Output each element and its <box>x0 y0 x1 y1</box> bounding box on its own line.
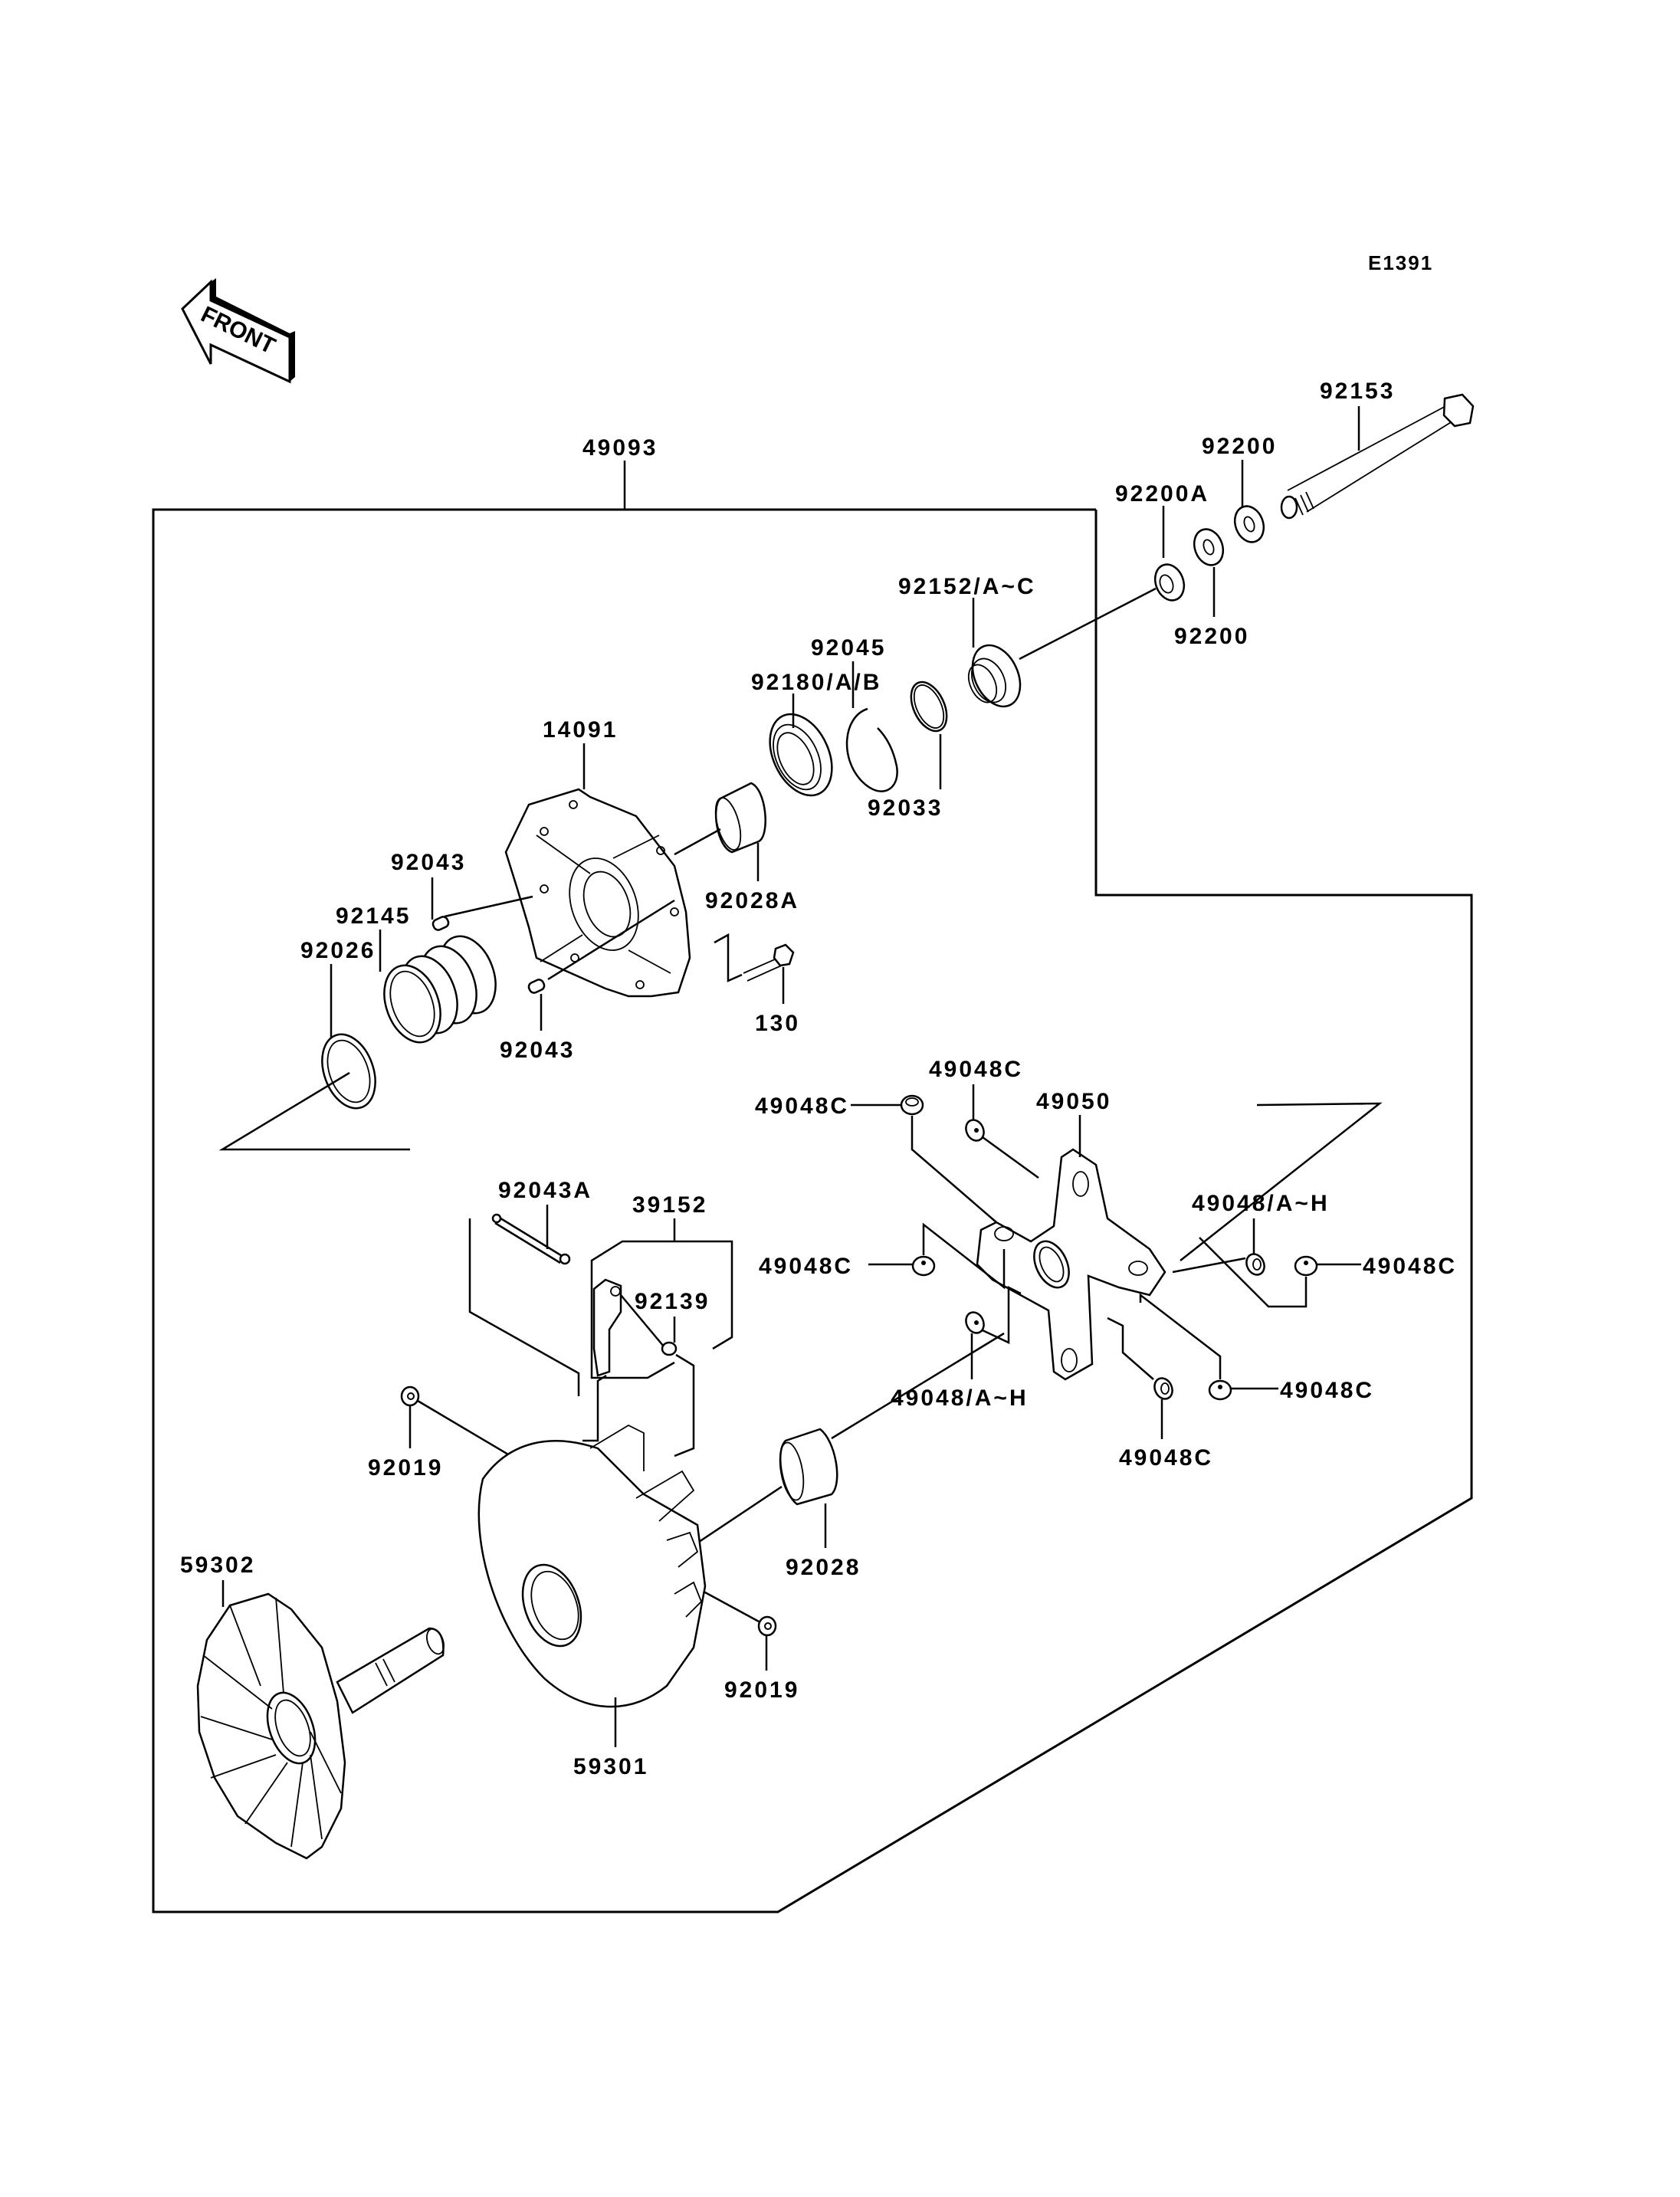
cover-14091[interactable] <box>504 788 691 998</box>
part-label-92045[interactable]: 92180/A/B <box>751 670 881 695</box>
axis-line-left <box>218 1071 410 1151</box>
oring-92180[interactable] <box>904 677 954 737</box>
washer-49048AH-left[interactable] <box>963 1310 987 1336</box>
axis-line-92019-top <box>417 1399 522 1464</box>
axis-line-49048C-bottom <box>1107 1317 1154 1380</box>
axis-line-hub <box>674 828 721 856</box>
part-label-92200A[interactable]: 92200A <box>1115 481 1209 507</box>
part-label-92200-top[interactable]: 92200 <box>1202 434 1277 459</box>
axis-line-49048C-top <box>982 1136 1039 1179</box>
part-label-92139[interactable]: 92139 <box>635 1289 710 1314</box>
spring-92145[interactable] <box>374 929 505 1051</box>
part-label-49048C-bottom[interactable]: 49048C <box>1119 1445 1213 1471</box>
part-label-92043A[interactable]: 92043A <box>498 1178 592 1203</box>
bushing-92139[interactable] <box>661 1341 678 1356</box>
part-label-49048C-right[interactable]: 49048C <box>1363 1254 1457 1279</box>
axis-line-130 <box>714 933 743 982</box>
sheave-59301[interactable] <box>477 1424 707 1708</box>
part-label-92043-bottom[interactable]: 92043 <box>500 1038 575 1063</box>
washer-49048C-bottom[interactable] <box>1151 1376 1176 1402</box>
axis-line-49048C-bottomright <box>1139 1293 1222 1379</box>
part-label-92028A[interactable]: 92028A <box>705 888 799 913</box>
part-label-92033[interactable]: 92045 <box>811 635 886 661</box>
part-label-92019-bottom[interactable]: 92019 <box>724 1677 799 1703</box>
part-label-49048AH-right[interactable]: 49048/A~H <box>1192 1191 1330 1216</box>
axis-line-arm <box>674 1353 695 1458</box>
roller-49048C-right[interactable] <box>1294 1255 1318 1277</box>
snap-ring-92033[interactable] <box>845 707 898 792</box>
nut-92019-bottom[interactable] <box>757 1615 777 1637</box>
part-label-92145[interactable]: 92145 <box>336 903 411 929</box>
part-label-49048C-topleft[interactable]: 49048C <box>755 1094 849 1119</box>
axis-line-49048AH-left <box>982 1285 1022 1344</box>
axis-line-right <box>1019 587 1157 661</box>
part-label-49050[interactable]: 49050 <box>1036 1089 1111 1114</box>
pin-92043A[interactable] <box>491 1213 571 1265</box>
front-arrow-icon: FRONT <box>181 278 295 384</box>
axis-line-92028 <box>831 1332 1005 1440</box>
ring-92026[interactable] <box>313 1027 385 1116</box>
bracket-39152-left <box>590 1240 675 1379</box>
assembly-frame <box>152 508 1473 1913</box>
axis-line-49048C-left <box>922 1222 1006 1290</box>
part-label-14091[interactable]: 14091 <box>543 717 618 743</box>
part-label-92028[interactable]: 92028 <box>786 1555 861 1580</box>
nut-92019-top[interactable] <box>400 1385 420 1407</box>
part-label-92200-bottom[interactable]: 92200 <box>1174 624 1249 649</box>
roller-49048C-topleft[interactable] <box>900 1094 924 1116</box>
axis-line-pin-top <box>444 895 533 918</box>
washer-92200-top[interactable] <box>1230 502 1268 546</box>
axis-line-49048C-right <box>1199 1237 1308 1308</box>
part-label-49048C-bottomright[interactable]: 49048C <box>1280 1378 1374 1403</box>
pin-92043-top[interactable] <box>431 915 450 931</box>
axis-line-spider <box>1180 1102 1383 1261</box>
part-label-92019-top[interactable]: 92019 <box>368 1455 443 1481</box>
bearing-92045[interactable] <box>758 704 845 805</box>
bolt-92153[interactable] <box>1280 393 1475 520</box>
part-label-92153[interactable]: 92153 <box>1320 379 1395 404</box>
part-label-92026[interactable]: 92026 <box>300 938 376 963</box>
part-label-49048C-left[interactable]: 49048C <box>759 1254 853 1279</box>
part-label-92152[interactable]: 92152/A~C <box>898 574 1036 599</box>
arm-39152[interactable] <box>592 1278 622 1377</box>
part-label-92043-top[interactable]: 92043 <box>391 850 466 875</box>
axis-line-49048C-topleft <box>911 1116 997 1223</box>
part-label-59302[interactable]: 59302 <box>180 1553 255 1578</box>
roller-49048C-left[interactable] <box>911 1255 936 1277</box>
axis-line-92139 <box>620 1294 664 1347</box>
spider-49050[interactable] <box>976 1148 1166 1381</box>
bracket-39152 <box>674 1240 733 1350</box>
diagram-code: E1391 <box>1368 251 1433 274</box>
part-label-92180[interactable]: 92033 <box>868 795 943 821</box>
part-label-49093[interactable]: 49093 <box>582 435 658 461</box>
axis-line-92043A <box>468 1218 580 1396</box>
collar-92152[interactable] <box>963 638 1030 714</box>
washer-92200A[interactable] <box>1150 560 1189 604</box>
washer-49048C-top[interactable] <box>963 1117 987 1144</box>
roller-49048C-bottomright[interactable] <box>1208 1379 1232 1401</box>
bushing-92028[interactable] <box>776 1428 838 1506</box>
fan-sheave-59302[interactable] <box>196 1592 447 1860</box>
part-label-39152[interactable]: 39152 <box>632 1192 707 1218</box>
bushing-92028A[interactable] <box>710 782 766 854</box>
pin-92043-bottom[interactable] <box>527 978 546 994</box>
axis-line-arm-left <box>582 1374 607 1442</box>
part-label-130[interactable]: 130 <box>755 1011 800 1036</box>
axis-line-pin-bottom <box>547 899 675 981</box>
part-label-49048C-top[interactable]: 49048C <box>929 1057 1023 1082</box>
washer-49048AH-right[interactable] <box>1243 1251 1268 1278</box>
part-label-59301[interactable]: 59301 <box>573 1754 648 1779</box>
washer-92200-bottom[interactable] <box>1189 525 1228 569</box>
bolt-130[interactable] <box>743 943 795 982</box>
axis-line-49048AH-right <box>1172 1257 1246 1274</box>
